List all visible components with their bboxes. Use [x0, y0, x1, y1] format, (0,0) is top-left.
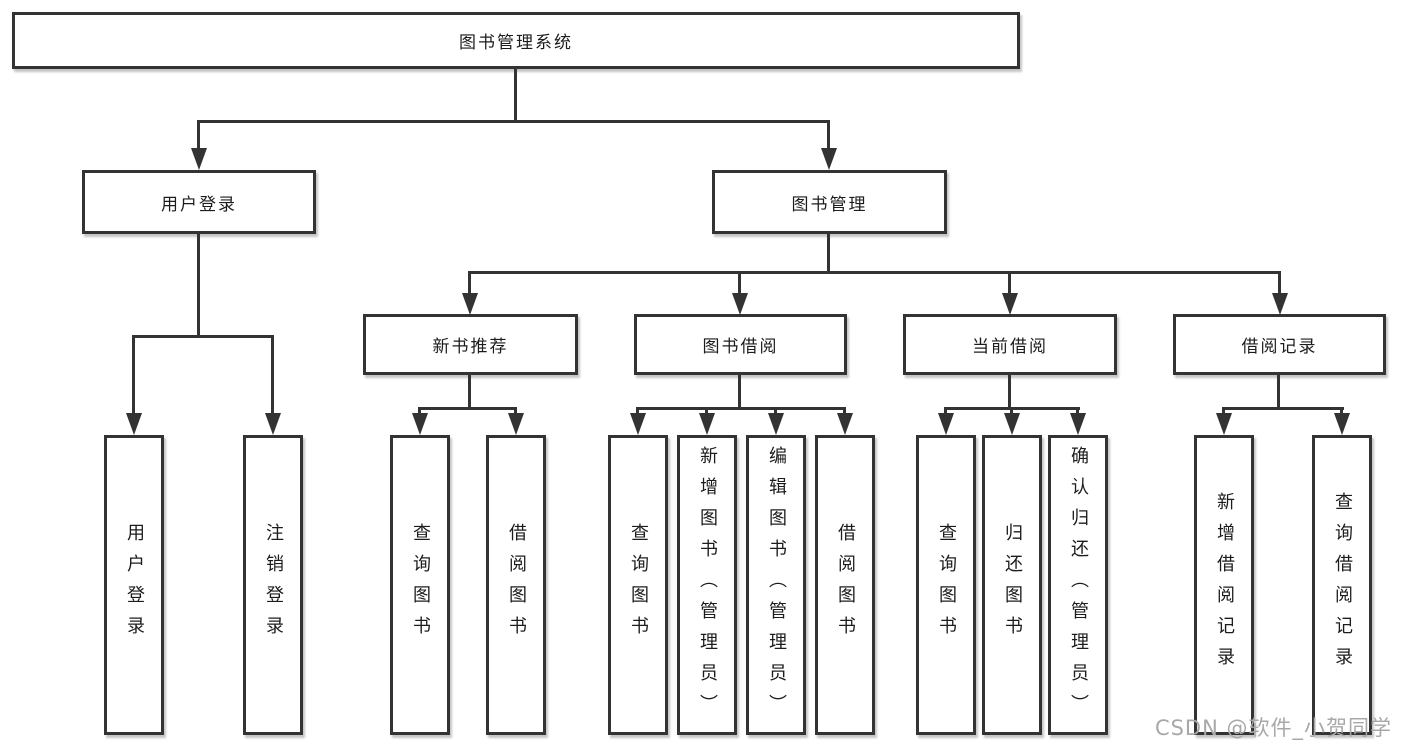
node-new-book-recommendation: 新书推荐: [363, 314, 578, 375]
leaf-add-book-admin: 新增图书（管理员）: [677, 435, 737, 735]
connector-line: [827, 234, 830, 274]
leaf-label: 查询图书: [936, 523, 957, 647]
arrow-down-icon: [837, 413, 853, 435]
connector-line: [418, 407, 517, 410]
arrow-down-icon: [1272, 293, 1288, 315]
leaf-logout: 注销登录: [243, 435, 303, 735]
arrow-down-icon: [1334, 413, 1350, 435]
connector-line: [132, 335, 135, 415]
connector-line: [271, 335, 274, 415]
arrow-down-icon: [1070, 413, 1086, 435]
connector-line: [1278, 271, 1281, 296]
node-label: 图书借阅: [702, 337, 779, 357]
node-label: 用户登录: [161, 194, 237, 215]
arrow-down-icon: [462, 293, 478, 315]
node-label: 图书管理: [791, 194, 868, 215]
arrow-down-icon: [732, 293, 748, 315]
connector-line: [1222, 407, 1344, 410]
leaf-label: 查询图书: [410, 523, 431, 647]
watermark: CSDN @软件_小贺同学: [1154, 716, 1392, 740]
connector-line: [1277, 375, 1280, 410]
arrow-down-icon: [265, 413, 281, 435]
leaf-label: 归还图书: [1002, 523, 1023, 647]
connector-line: [468, 271, 1281, 274]
leaf-confirm-return-admin: 确认归还（管理员）: [1048, 435, 1108, 735]
connector-line: [514, 69, 517, 122]
leaf-label: 借阅图书: [506, 523, 527, 647]
arrow-down-icon: [1004, 413, 1020, 435]
connector-line: [843, 407, 846, 416]
arrow-down-icon: [412, 413, 428, 435]
node-label: 借阅记录: [1241, 337, 1318, 357]
arrow-down-icon: [126, 413, 142, 435]
connector-line: [1010, 407, 1013, 416]
connector-line: [738, 375, 741, 410]
arrow-down-icon: [1002, 293, 1018, 315]
connector-line: [1008, 271, 1011, 296]
node-library-management-system: 图书管理系统: [12, 12, 1020, 69]
arrow-down-icon: [630, 413, 646, 435]
connector-line: [1008, 375, 1011, 410]
node-label: 当前借阅: [972, 337, 1048, 357]
leaf-borrow-books-recommend: 借阅图书: [486, 435, 546, 735]
leaf-edit-book-admin: 编辑图书（管理员）: [746, 435, 806, 735]
leaf-label: 新增借阅记录: [1214, 492, 1235, 678]
connector-line: [1076, 407, 1079, 416]
leaf-label: 新增图书（管理员）: [697, 445, 718, 725]
connector-line: [1222, 407, 1225, 416]
connector-line: [197, 120, 830, 123]
node-book-management: 图书管理: [712, 170, 947, 234]
arrow-down-icon: [768, 413, 784, 435]
leaf-query-borrow-record: 查询借阅记录: [1312, 435, 1372, 735]
leaf-label: 确认归还（管理员）: [1068, 445, 1089, 725]
leaf-label: 借阅图书: [835, 523, 856, 647]
node-label: 新书推荐: [432, 337, 509, 357]
leaf-query-books-borrow: 查询图书: [608, 435, 668, 735]
arrow-down-icon: [1216, 413, 1232, 435]
arrow-down-icon: [938, 413, 954, 435]
leaf-label: 用户登录: [124, 523, 145, 647]
connector-line: [774, 407, 777, 416]
connector-line: [738, 271, 741, 296]
leaf-label: 查询图书: [628, 523, 649, 647]
connector-line: [514, 407, 517, 416]
leaf-query-books-recommend: 查询图书: [390, 435, 450, 735]
connector-line: [468, 271, 471, 296]
connector-line: [636, 407, 639, 416]
connector-line: [1340, 407, 1343, 416]
node-current-borrowing: 当前借阅: [903, 314, 1117, 375]
leaf-add-borrow-record: 新增借阅记录: [1194, 435, 1254, 735]
leaf-return-book: 归还图书: [982, 435, 1042, 735]
leaf-borrow-books-borrow: 借阅图书: [815, 435, 875, 735]
leaf-label: 注销登录: [263, 523, 284, 647]
leaf-user-login: 用户登录: [104, 435, 164, 735]
arrow-down-icon: [821, 148, 837, 170]
node-borrowing-records: 借阅记录: [1173, 314, 1386, 375]
arrow-down-icon: [191, 148, 207, 170]
node-label: 图书管理系统: [459, 33, 573, 53]
arrow-down-icon: [699, 413, 715, 435]
node-user-login: 用户登录: [82, 170, 316, 234]
connector-line: [197, 120, 200, 151]
connector-line: [705, 407, 708, 416]
connector-line: [468, 375, 471, 410]
leaf-label: 编辑图书（管理员）: [766, 445, 787, 725]
connector-line: [827, 120, 830, 151]
leaf-query-books-current: 查询图书: [916, 435, 976, 735]
arrow-down-icon: [508, 413, 524, 435]
node-book-borrowing: 图书借阅: [634, 314, 847, 375]
connector-line: [132, 335, 274, 338]
connector-line: [197, 234, 200, 338]
connector-line: [418, 407, 421, 416]
connector-line: [636, 407, 846, 410]
connector-line: [944, 407, 947, 416]
leaf-label: 查询借阅记录: [1332, 492, 1353, 678]
